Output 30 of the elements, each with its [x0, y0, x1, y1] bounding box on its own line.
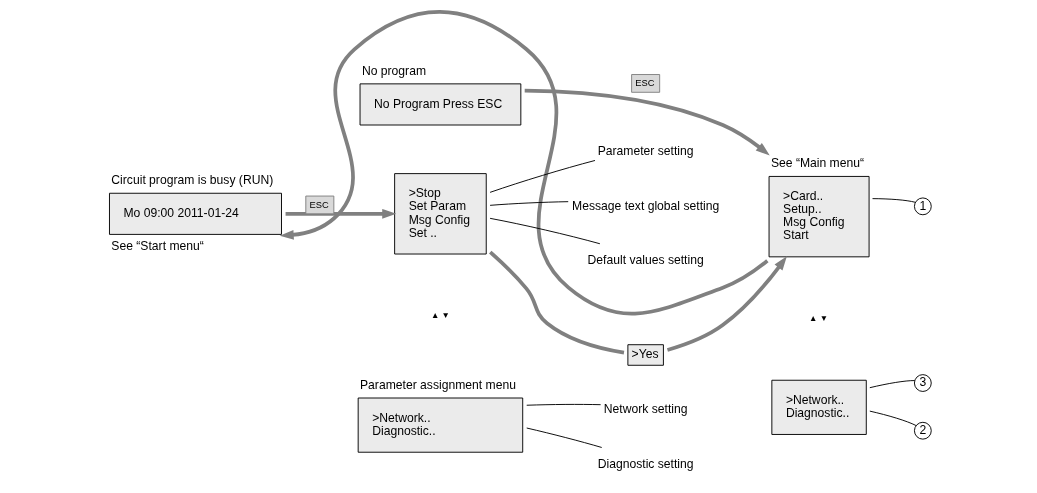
arrow: [279, 10, 769, 316]
node-text: Network setting: [603, 402, 688, 417]
node-circle: 2: [913, 421, 932, 440]
arrow: [285, 208, 397, 219]
arrow: [666, 256, 787, 352]
node-text: Parameter setting: [597, 144, 694, 159]
node-label: Parameter assignment menu: [360, 378, 516, 393]
connector: [489, 250, 625, 355]
arrow: [524, 88, 770, 156]
node-label: No program: [361, 63, 427, 78]
connector: [489, 217, 601, 245]
connector: [869, 380, 916, 389]
node-circle: 1: [913, 197, 932, 216]
connector: [526, 427, 603, 448]
node-circle: 3: [913, 374, 932, 392]
connector: [872, 198, 916, 203]
label: ▲ ▼: [430, 309, 450, 320]
node-label: See “Start menu“: [111, 238, 204, 253]
node-label: Circuit program is busy (RUN): [111, 173, 274, 188]
connector: [489, 201, 569, 206]
node-text: Default values setting: [587, 252, 704, 267]
edge-label: ESC: [309, 199, 329, 210]
node-text: Message text global setting: [572, 198, 720, 213]
edge-label: ESC: [635, 78, 655, 89]
node-text: Diagnostic setting: [597, 456, 694, 471]
connector: [489, 160, 596, 193]
connector: [526, 403, 602, 406]
label: ▲ ▼: [809, 312, 829, 323]
connector: [869, 410, 917, 426]
node-label: See “Main menu“: [770, 156, 865, 171]
